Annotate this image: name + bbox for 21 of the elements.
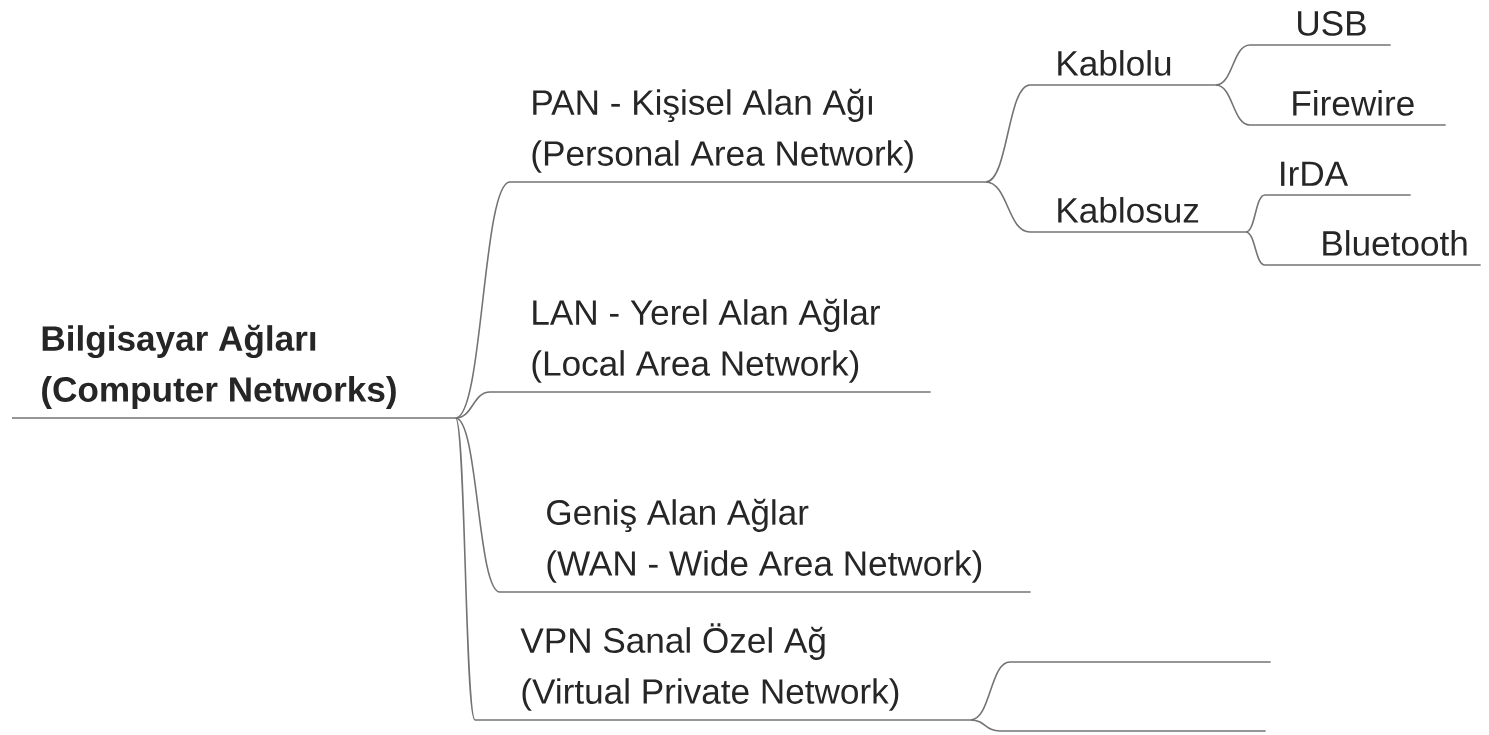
branch-connector <box>454 417 501 593</box>
branch-connector <box>1214 84 1251 126</box>
topic-label: Kablosuz <box>1029 197 1247 233</box>
topic-label: Kablolu <box>1029 50 1217 86</box>
branch-connector <box>984 181 1031 233</box>
topic-label: VPN Sanal Özel Ağ (Virtual Private Network) <box>474 623 972 721</box>
branch-connector <box>1244 231 1266 266</box>
topic-label: LAN - Yerel Alan Ağlar (Local Area Network) <box>489 298 932 393</box>
branch-connector <box>1244 194 1266 233</box>
topic-label: Bilgisayar Ağları (Computer Networks) <box>11 324 457 419</box>
topic-label: IrDA <box>1264 161 1412 196</box>
topic-label: PAN - Kişisel Alan Ağı (Personal Area Network) <box>509 88 987 183</box>
topic-label: USB <box>1249 11 1392 46</box>
branch-connector <box>454 417 476 721</box>
topic-label: Geniş Alan Ağlar (WAN - Wide Area Network) <box>499 498 1032 593</box>
topic-label: Bluetooth <box>1264 230 1482 266</box>
branch-connector <box>454 391 491 419</box>
branch-line <box>999 730 1267 732</box>
topic-label: Firewire <box>1249 90 1447 126</box>
branch-line <box>1009 661 1272 663</box>
branch-connector <box>969 719 1001 732</box>
